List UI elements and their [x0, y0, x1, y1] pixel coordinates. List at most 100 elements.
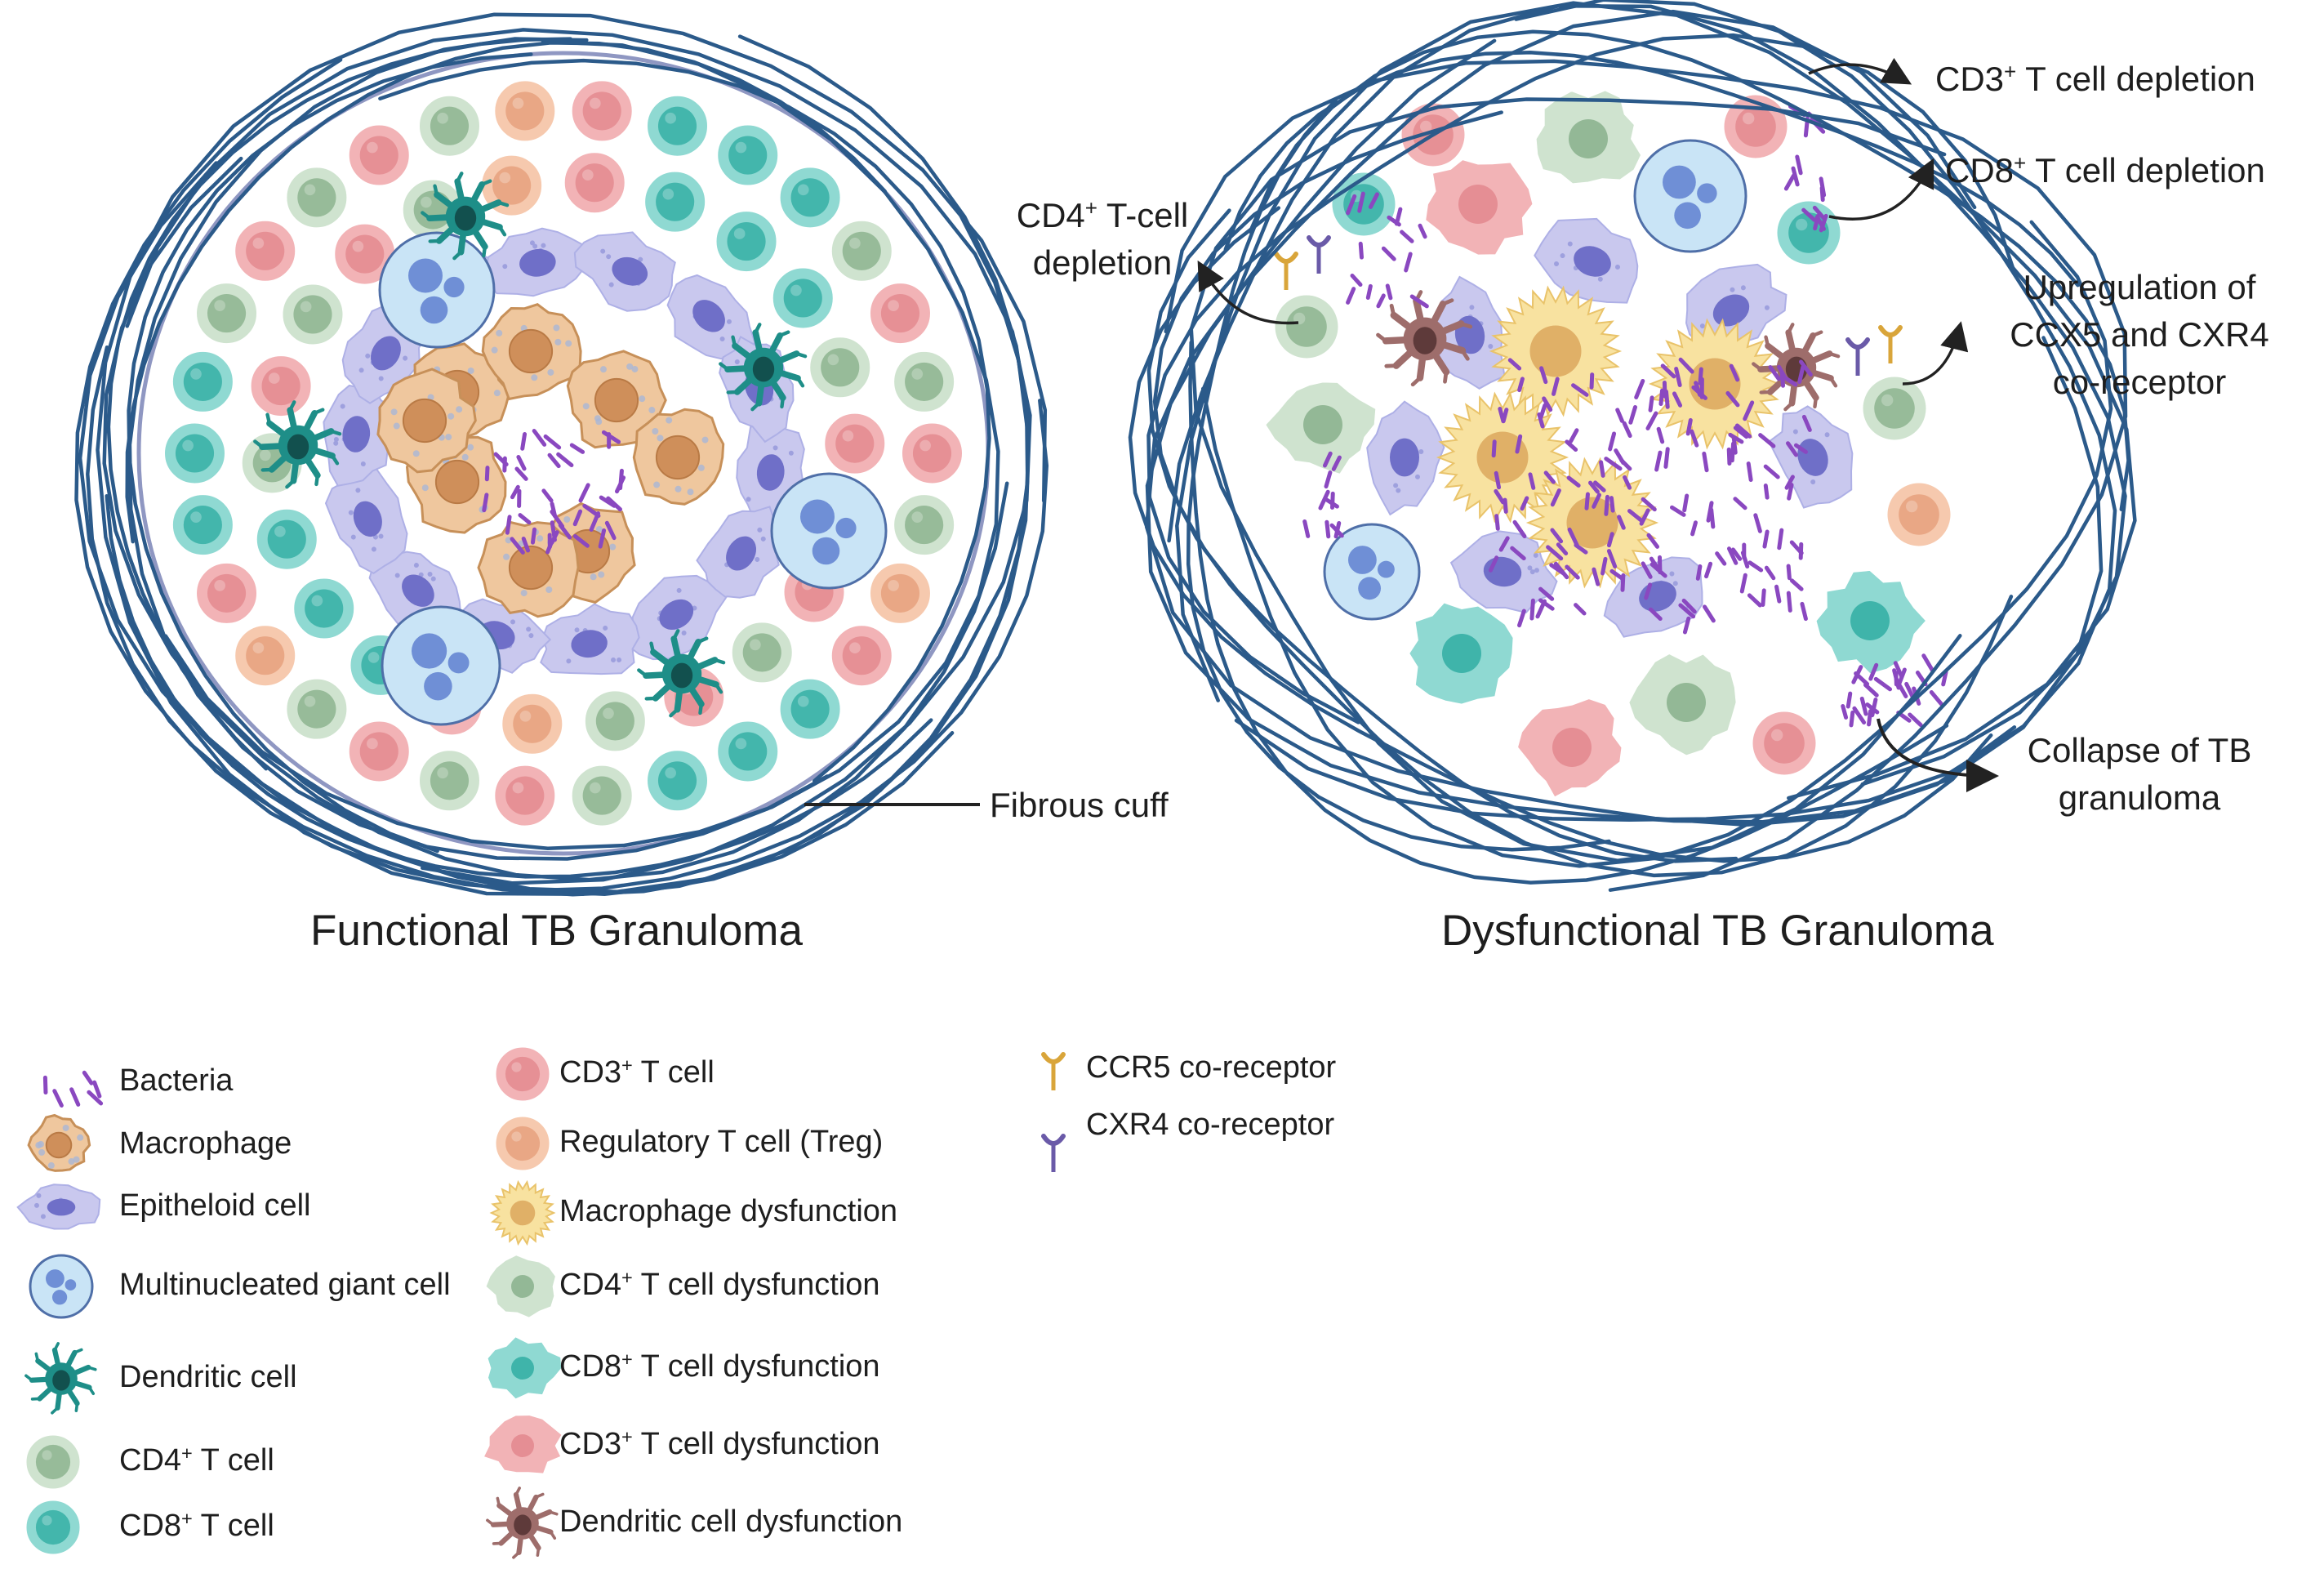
giant-cell — [770, 472, 888, 590]
legend-item: Multinucleated giant cell — [119, 1268, 451, 1302]
cd4-t-cell — [729, 620, 795, 685]
cd8-t-cell — [777, 676, 843, 742]
legend-item: CD4+ T cell dysfunction — [559, 1267, 880, 1302]
upregulation-label: Upregulation of CCX5 and CXR4 co-recepto… — [2010, 268, 2269, 401]
cd3-t-cell — [492, 763, 558, 828]
macrophage — [632, 408, 725, 506]
collapse-arrow — [1877, 718, 1999, 792]
cd3-depletion-arrow — [1808, 57, 1912, 85]
cd8-t-cell — [254, 506, 319, 572]
legend-item: CD3+ T cell — [559, 1054, 715, 1090]
legend-cd3-dysfunction-icon — [484, 1415, 562, 1473]
cd3-t-cell — [1750, 709, 1819, 778]
epitheloid-cell — [324, 467, 408, 574]
legend-giant-cell-icon — [29, 1254, 94, 1319]
functional-granuloma — [74, 12, 1049, 897]
dendritic-cell — [637, 629, 726, 718]
cd8-t-cell — [714, 209, 779, 274]
cd8-t-cell — [163, 421, 227, 486]
giant-cell — [1323, 523, 1421, 621]
cd8-t-cell — [770, 265, 835, 331]
macrophage-dysfunction-cell — [1489, 285, 1623, 417]
cd8-t-cell — [292, 576, 357, 641]
legend-item: Dendritic cell dysfunction — [559, 1505, 903, 1539]
cd4-t-cell — [569, 763, 634, 828]
legend-cd4-icon — [24, 1433, 82, 1491]
cd4-t-cell — [194, 281, 260, 346]
legend-item: CCR5 co-receptor — [1086, 1050, 1337, 1085]
ccr5-receptor — [1878, 325, 1903, 363]
epitheloid-cell — [573, 231, 676, 312]
cd4-depletion-arrow — [1197, 260, 1299, 325]
legend-epitheloid-icon — [16, 1184, 101, 1230]
cd4-t-cell — [1272, 292, 1341, 361]
cd3-t-cell — [822, 411, 888, 476]
cd4-dysfunction-cell — [1627, 652, 1738, 757]
cd8-t-cell — [645, 93, 710, 158]
giant-cell — [1633, 139, 1747, 253]
epitheloid-cell — [484, 227, 595, 297]
legend-bacteria-icon — [42, 1070, 104, 1108]
fibrous-cuff-label: Fibrous cuff — [990, 786, 1169, 824]
legend-macrophage-dysfunction-icon — [489, 1179, 556, 1246]
cd3-depletion-label: CD3+ T cell depletion — [1935, 59, 2255, 98]
cd8-t-cell — [170, 493, 235, 558]
epitheloid-layer — [1366, 217, 1854, 638]
cd8-t-cell — [777, 165, 843, 230]
giant-cell — [381, 605, 501, 726]
cd3-t-cell — [332, 221, 398, 287]
upregulation-arrow — [1902, 321, 1969, 386]
bacteria-cluster — [1841, 653, 1948, 728]
collapse-label: Collapse of TB granuloma — [2027, 731, 2252, 817]
cd4-dysfunction-cell — [1263, 381, 1378, 476]
legend-icons — [16, 1045, 1066, 1559]
cd3-t-cell — [829, 623, 894, 689]
cd3-t-cell — [562, 150, 627, 216]
cd4-t-cell — [808, 335, 873, 400]
legend-item: CD3+ T cell dysfunction — [559, 1426, 880, 1461]
cxr4-receptor — [1307, 235, 1331, 274]
cd8-depletion-label: CD8+ T cell depletion — [1945, 150, 2265, 189]
legend-cd3-icon — [493, 1045, 552, 1103]
cd3-t-cell — [194, 560, 260, 626]
cd3-t-cell — [900, 421, 964, 486]
macrophage — [376, 368, 477, 474]
macrophage-dysfunction-cell — [1648, 318, 1782, 450]
cd4-t-cell — [280, 282, 345, 347]
cd4-t-cell — [416, 748, 482, 814]
dysfunctional-cells — [1263, 89, 1953, 799]
legend-dendritic-icon — [24, 1342, 97, 1415]
cd8-dysfunction-cell — [1814, 568, 1928, 675]
functional-title: Functional TB Granuloma — [310, 907, 803, 955]
cd3-t-cell — [346, 719, 412, 784]
legend-item: Dendritic cell — [119, 1360, 297, 1394]
cd3-dysfunction-cell — [1424, 158, 1534, 256]
legend-dendritic-dysfunction-icon — [486, 1487, 559, 1559]
cd8-t-cell — [170, 349, 235, 414]
cd3-t-cell — [233, 218, 298, 283]
macrophage — [481, 303, 582, 401]
dendritic-cell — [253, 400, 342, 489]
macrophage — [477, 520, 580, 618]
legend-cd8-dysfunction-icon — [488, 1337, 562, 1399]
dendritic-cell — [421, 172, 510, 261]
legend-item: Macrophage dysfunction — [559, 1194, 898, 1228]
ccr5-receptor — [1274, 252, 1298, 290]
cd3-t-cell — [248, 354, 314, 419]
cd8-dysfunction-cell — [1408, 601, 1515, 706]
epitheloid-cell — [1366, 400, 1445, 516]
cd4-t-cell — [416, 93, 482, 158]
cd8-t-cell — [645, 748, 710, 814]
cd4-dysfunction-cell — [1534, 89, 1643, 185]
epitheloid-cell — [540, 603, 640, 675]
epitheloid-layer — [323, 227, 805, 675]
cd4-t-cell — [1860, 374, 1929, 443]
cd3-dysfunction-cell — [1516, 698, 1623, 799]
legend-treg-icon — [493, 1114, 552, 1173]
legend-ccr5-icon — [1041, 1052, 1066, 1090]
giant-cell — [378, 231, 496, 349]
treg-t-cell — [233, 623, 298, 689]
bacteria-cluster — [1346, 191, 1429, 309]
legend-item: CD8+ T cell — [119, 1508, 274, 1543]
treg-t-cell — [492, 78, 558, 144]
